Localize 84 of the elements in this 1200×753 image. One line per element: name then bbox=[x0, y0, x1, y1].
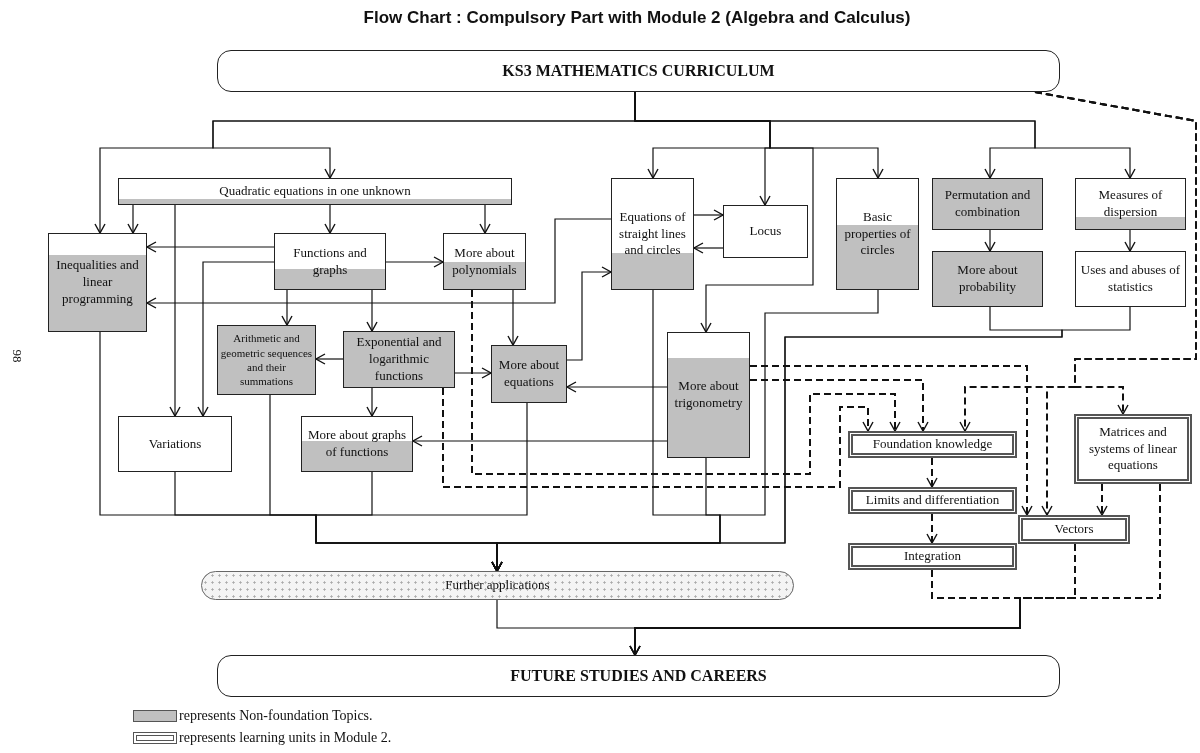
topic-box bbox=[118, 416, 232, 472]
arrow bbox=[385, 256, 444, 268]
node-label: KS3 MATHEMATICS CURRICULUM bbox=[502, 60, 775, 81]
node-label: Inequalities and linear programming bbox=[55, 257, 140, 308]
chart-title: Flow Chart : Compulsory Part with Module 2 (Algebra and Calculus) bbox=[363, 8, 911, 28]
topic-box bbox=[48, 233, 147, 332]
arrow bbox=[479, 204, 491, 234]
topic-box bbox=[274, 233, 386, 290]
arrow bbox=[169, 204, 181, 417]
node-label: More about equations bbox=[497, 357, 561, 391]
module-box bbox=[848, 543, 1017, 570]
arrow bbox=[984, 229, 996, 252]
module-box bbox=[1074, 414, 1192, 484]
arrow bbox=[749, 365, 1033, 516]
module-box bbox=[1018, 515, 1130, 544]
arrow bbox=[926, 457, 938, 488]
arrow bbox=[454, 367, 492, 379]
node-label: Further applications bbox=[445, 577, 550, 594]
rounded-box bbox=[217, 50, 1060, 92]
node-label: Exponential and logarithmic functions bbox=[355, 334, 443, 385]
node-label: Quadratic equations in one unknown bbox=[219, 183, 411, 200]
topic-box bbox=[491, 345, 567, 403]
arrow bbox=[442, 387, 874, 488]
page-number: 98 bbox=[8, 349, 25, 363]
arrow bbox=[693, 242, 724, 254]
arrow bbox=[281, 289, 293, 326]
node-label: Basic properties of circles bbox=[843, 208, 912, 260]
topic-box bbox=[836, 178, 919, 290]
arrow bbox=[566, 381, 668, 393]
topic-box bbox=[118, 178, 512, 205]
legend-label: represents Non-foundation Topics. bbox=[179, 708, 373, 724]
node-label: Locus bbox=[749, 223, 782, 240]
arrow bbox=[146, 241, 275, 253]
topic-box bbox=[723, 205, 808, 258]
arrow bbox=[507, 289, 519, 346]
arrow bbox=[471, 289, 901, 475]
node-label: Arithmetic and geometric sequences and their summations bbox=[220, 331, 313, 389]
arrow bbox=[324, 204, 336, 234]
topic-box bbox=[932, 178, 1043, 230]
node-label: Limits and differentiation bbox=[865, 492, 1000, 509]
module-box bbox=[848, 487, 1017, 514]
legend-label: represents learning units in Module 2. bbox=[179, 730, 392, 746]
arrow bbox=[1124, 229, 1136, 252]
node-label: FUTURE STUDIES AND CAREERS bbox=[510, 665, 767, 686]
node-label: Foundation knowledge bbox=[872, 436, 993, 453]
arrow bbox=[366, 289, 378, 332]
node-label: More about trigonometry bbox=[673, 378, 744, 412]
arrow bbox=[1034, 91, 1197, 516]
node-label: Functions and graphs bbox=[292, 244, 368, 279]
arrow bbox=[366, 387, 378, 417]
topic-box bbox=[343, 331, 455, 388]
arrow bbox=[566, 266, 612, 361]
topic-box bbox=[1075, 251, 1186, 307]
node-label: Integration bbox=[903, 548, 961, 565]
topic-box bbox=[217, 325, 316, 395]
arrow bbox=[127, 204, 139, 234]
arrow bbox=[496, 599, 641, 656]
arrow bbox=[146, 218, 612, 309]
topic-box bbox=[667, 332, 750, 458]
node-label: More about polynomials bbox=[451, 244, 518, 279]
node-label: Measures of dispersion bbox=[1097, 187, 1164, 221]
rounded-box bbox=[217, 655, 1060, 697]
node-label: More about graphs of functions bbox=[306, 427, 408, 461]
topic-box bbox=[301, 416, 413, 472]
arrow bbox=[412, 435, 668, 447]
topic-box bbox=[1075, 178, 1186, 230]
node-label: Vectors bbox=[1054, 521, 1094, 538]
arrow bbox=[315, 353, 344, 365]
rounded-box bbox=[201, 571, 794, 600]
arrow bbox=[197, 261, 275, 417]
topic-box bbox=[443, 233, 526, 290]
module-box bbox=[848, 431, 1017, 458]
topic-box bbox=[611, 178, 694, 290]
arrow bbox=[1096, 483, 1108, 516]
node-label: Permutation and combination bbox=[943, 187, 1032, 221]
node-label: More about probability bbox=[956, 262, 1019, 296]
node-label: Matrices and systems of linear equations bbox=[1087, 423, 1179, 475]
node-label: Variations bbox=[148, 435, 202, 453]
arrow bbox=[693, 209, 724, 221]
arrow bbox=[749, 379, 929, 432]
topic-box bbox=[932, 251, 1043, 307]
node-label: Uses and abuses of statistics bbox=[1079, 262, 1182, 296]
node-label: Equations of straight lines and circles bbox=[618, 208, 687, 260]
arrow bbox=[926, 513, 938, 544]
